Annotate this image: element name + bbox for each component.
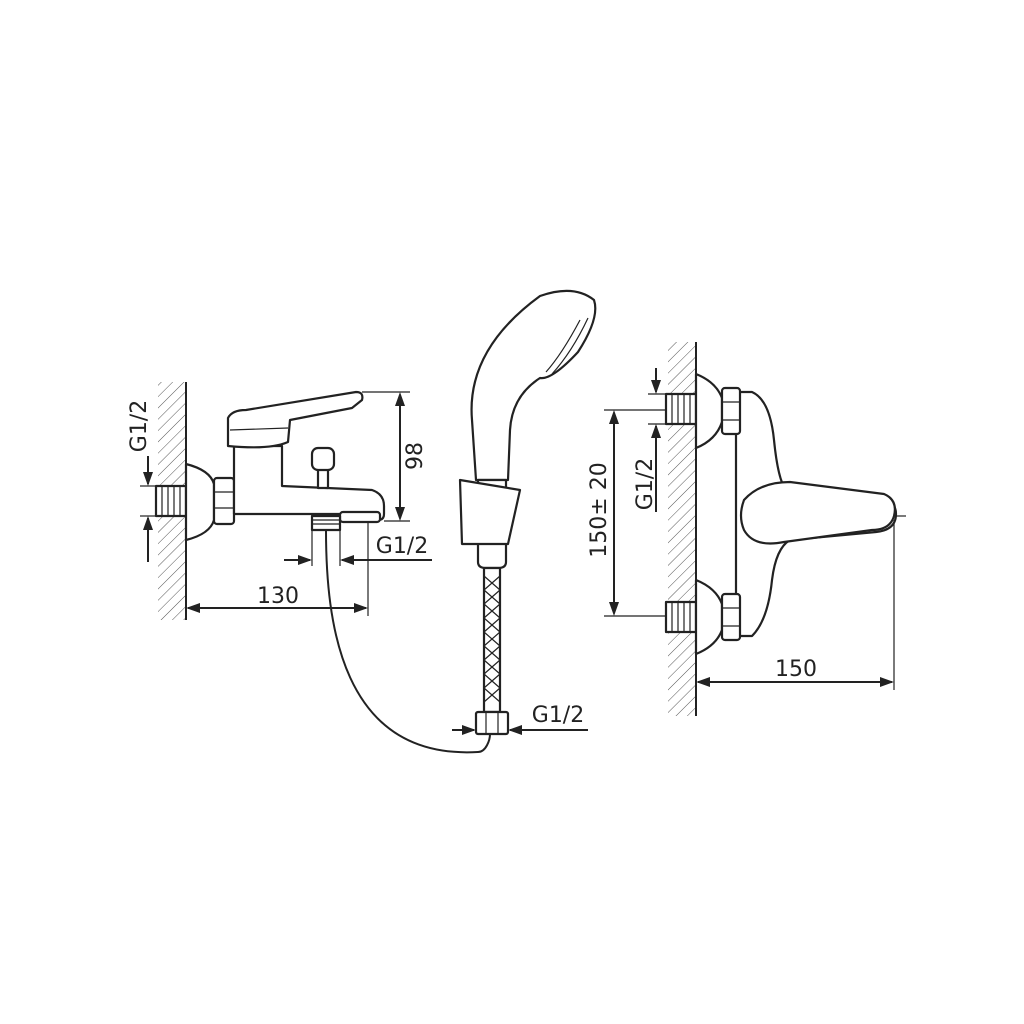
- hose-curve: [325, 529, 491, 754]
- hose-nut: [474, 710, 510, 736]
- spout-thread-label: G1/2: [376, 534, 428, 559]
- rosette-left: [184, 462, 216, 542]
- inlet-thread-lower: [664, 600, 698, 634]
- mixer-body: [232, 444, 386, 522]
- projection-dimension-right: 150: [696, 515, 906, 690]
- projection-left-label: 130: [257, 584, 299, 609]
- nut-lower: [720, 592, 742, 642]
- nut-left: [212, 476, 236, 526]
- hose-thread-dimension: G1/2: [452, 703, 588, 735]
- inlet-thread-upper: [664, 392, 698, 426]
- shower-holder: [458, 478, 522, 546]
- wall-mixer-front-view: 150± 20 G1/2 150: [587, 342, 906, 716]
- lever-handle: [226, 390, 364, 449]
- shower-outlet-thread: [310, 514, 342, 532]
- height-dimension: 98: [362, 391, 428, 522]
- center-distance-label: 150± 20: [587, 462, 612, 557]
- rosette-upper: [694, 372, 724, 450]
- center-distance-dimension: 150± 20: [587, 409, 666, 617]
- inlet-thread-right-label: G1/2: [633, 458, 658, 510]
- inlet-thread-dimension-right: G1/2: [633, 368, 666, 512]
- diverter-knob: [310, 446, 336, 490]
- projection-right-label: 150: [775, 657, 817, 682]
- inlet-thread-left-label: G1/2: [127, 400, 152, 452]
- nut-upper: [720, 386, 742, 436]
- inlet-thread-dimension-left: G1/2: [127, 400, 156, 562]
- hand-shower-head: [470, 289, 597, 482]
- height-label: 98: [403, 442, 428, 470]
- projection-dimension-left: 130: [186, 522, 369, 616]
- braided-hose: [482, 566, 502, 714]
- bath-mixer-side-view: 98 G1/2 G1/2 130: [127, 382, 491, 754]
- hose-thread-label: G1/2: [532, 703, 584, 728]
- rosette-lower: [694, 578, 724, 656]
- hand-shower-assembly: G1/2: [452, 289, 597, 736]
- wall-mixer-lever: [739, 480, 896, 545]
- spout-thread-dimension: G1/2: [284, 530, 432, 566]
- inlet-thread-left: [154, 484, 188, 518]
